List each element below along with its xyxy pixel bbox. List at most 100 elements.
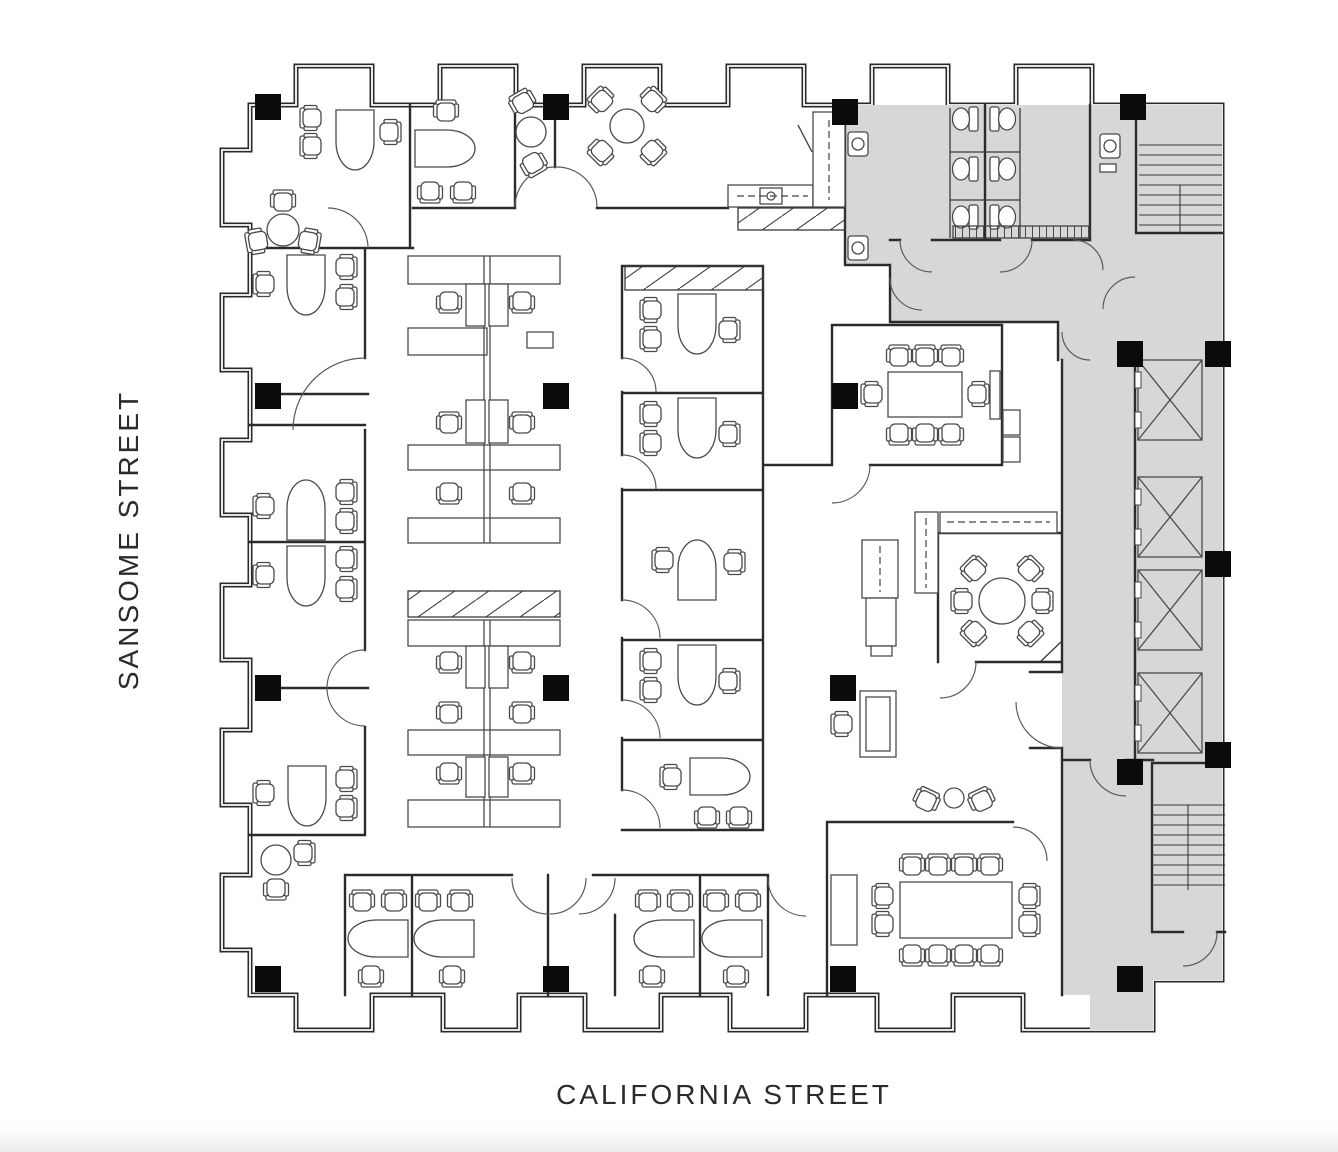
core-shaded-area <box>845 105 1222 1030</box>
chair-icon <box>1031 587 1054 615</box>
conference-room-north <box>860 344 1021 463</box>
toilet-icon <box>989 156 1017 182</box>
desk-icon <box>287 765 327 827</box>
cabinet <box>989 370 1001 420</box>
desk-icon <box>677 644 717 706</box>
chair-icon <box>638 965 666 988</box>
toilet-icon <box>951 156 979 182</box>
desk-return <box>488 399 509 444</box>
sink-icon <box>847 235 869 261</box>
chair-icon <box>435 482 463 505</box>
column-icon <box>543 966 569 992</box>
california-street-label: CALIFORNIA STREET <box>556 1079 892 1110</box>
desk-return <box>465 399 486 444</box>
vanity-counter <box>952 225 1091 239</box>
bench-desk <box>407 327 488 356</box>
chair-icon <box>335 575 358 603</box>
round-table-icon <box>515 116 547 148</box>
column-icon <box>543 383 569 409</box>
printer-icon <box>865 597 897 647</box>
cabinet <box>1002 436 1021 463</box>
chair-icon <box>1018 910 1041 938</box>
column-icon <box>1117 341 1143 367</box>
column-icon <box>255 94 281 120</box>
sink-basin-icon <box>1103 139 1117 153</box>
page-bottom-gradient <box>0 1114 1338 1152</box>
side-table-icon <box>943 787 965 809</box>
restrooms <box>847 106 1121 261</box>
chair-icon <box>634 889 662 912</box>
chair-icon <box>335 283 358 311</box>
cabinet <box>939 511 1058 534</box>
chair-icon <box>293 839 316 867</box>
column-icon <box>830 675 856 701</box>
sink-icon <box>1099 133 1121 159</box>
copy-storage-zone <box>830 511 1058 758</box>
chair-icon <box>416 181 444 204</box>
desk-return <box>488 645 509 689</box>
column-icon <box>255 966 281 992</box>
chair-icon <box>508 651 536 674</box>
desk-icon <box>335 109 375 171</box>
lounge <box>910 784 998 816</box>
chair-icon <box>299 104 322 132</box>
chair-icon <box>830 710 853 738</box>
chair-icon <box>950 944 978 967</box>
desk-icon <box>347 919 409 958</box>
chair-icon <box>718 667 741 695</box>
chair-icon <box>508 411 536 434</box>
conference-room-south <box>830 853 1041 967</box>
desk-return <box>488 756 509 798</box>
chair-icon <box>432 99 460 122</box>
chair-icon <box>299 132 322 160</box>
chair-icon <box>898 944 926 967</box>
column-icon <box>543 675 569 701</box>
chair-icon <box>659 763 682 791</box>
chair-icon <box>335 765 358 793</box>
storage-hatch <box>624 265 764 291</box>
chair-icon <box>639 429 662 457</box>
chair-icon <box>702 889 730 912</box>
credenza <box>830 874 858 946</box>
offices-central <box>624 265 764 829</box>
chair-icon <box>976 944 1004 967</box>
chair-icon <box>898 853 926 876</box>
column-icon <box>832 383 858 409</box>
chair-icon <box>508 482 536 505</box>
bench-cluster-2 <box>407 590 561 828</box>
sansome-street-label: SANSOME STREET <box>113 390 144 690</box>
chair-icon <box>950 587 973 615</box>
column-icon <box>1205 341 1231 367</box>
desk-icon <box>677 397 717 459</box>
chair-icon <box>1018 882 1041 910</box>
chair-icon <box>937 423 965 446</box>
column-icon <box>830 966 856 992</box>
chair-icon <box>885 423 913 446</box>
exterior-wall-core-line <box>221 65 1223 1031</box>
chair-icon <box>639 676 662 704</box>
desk-icon <box>286 254 326 316</box>
cabinet <box>1002 409 1021 436</box>
column-icon <box>1205 551 1231 577</box>
sink-basin-icon <box>851 137 865 151</box>
chair-icon <box>639 325 662 353</box>
stairs-north <box>1139 144 1222 233</box>
chair-icon <box>380 889 408 912</box>
round-table-icon <box>609 108 645 144</box>
round-table-icon <box>260 844 292 876</box>
desk-icon <box>677 539 717 601</box>
chair-icon <box>335 478 358 506</box>
round-meeting-room <box>950 552 1054 650</box>
reception-desk-inner <box>865 696 891 752</box>
chair-icon <box>335 545 358 573</box>
chair-icon <box>693 806 721 829</box>
round-table-icon <box>266 213 300 247</box>
conference-table <box>899 881 1013 939</box>
column-icon <box>832 99 858 125</box>
column-icon <box>255 383 281 409</box>
chair-icon <box>508 701 536 724</box>
office-corner-northwest <box>243 104 402 257</box>
chair-icon <box>885 344 913 367</box>
